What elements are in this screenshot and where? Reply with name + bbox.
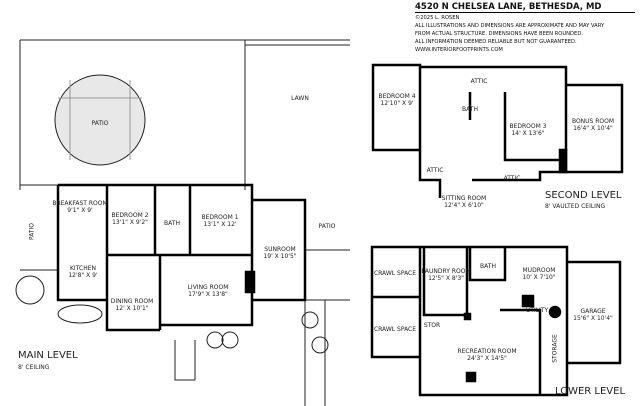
- level-ceiling: 8' CEILING: [18, 364, 50, 371]
- room-label: STORAGE: [551, 334, 559, 363]
- website: WWW.INTERIORFOOTPRINTS.COM: [415, 47, 503, 53]
- room-label: BATH: [480, 263, 496, 270]
- shrub: [301, 311, 319, 329]
- property-address: 4520 N CHELSEA LANE, BETHESDA, MD: [415, 2, 635, 13]
- shrub: [311, 336, 329, 354]
- room-label: CRAWL SPACE: [373, 270, 417, 277]
- copyright: ©2025 L. ROSEN: [415, 15, 460, 21]
- lot-lines: [19, 39, 350, 190]
- room-label: PATIO: [28, 222, 36, 241]
- room-label: ATTIC: [426, 167, 444, 174]
- disclaimer-line: FROM ACTUAL STRUCTURE. DIMENSIONS HAVE B…: [415, 31, 583, 37]
- level-title: LOWER LEVEL: [555, 386, 626, 397]
- room-label: CRAWL SPACE: [373, 326, 417, 333]
- room-label: BATH: [164, 220, 180, 227]
- second-level-walls: [371, 63, 624, 198]
- level-title: MAIN LEVEL: [18, 350, 78, 361]
- room-label: LAWN: [291, 95, 309, 102]
- room-label: PATIO: [318, 223, 336, 230]
- room-label: ATTIC: [503, 175, 521, 182]
- room-label: PATIO: [91, 120, 109, 127]
- level-title: SECOND LEVEL: [545, 190, 622, 201]
- lower-level-walls: [370, 245, 622, 397]
- room-label: UTILITY: [525, 307, 549, 314]
- disclaimer-line: ALL INFORMATION DEEMED RELIABLE BUT NOT …: [415, 39, 577, 45]
- room-label: ATTIC: [470, 78, 488, 85]
- room-label: STOR: [423, 322, 441, 329]
- disclaimer-line: ALL ILLUSTRATIONS AND DIMENSIONS ARE APP…: [415, 23, 605, 29]
- main-level-walls: [56, 183, 307, 332]
- level-ceiling: 8' VAULTED CEILING: [545, 203, 606, 210]
- room-label: BATH: [462, 106, 478, 113]
- shrub: [15, 275, 45, 305]
